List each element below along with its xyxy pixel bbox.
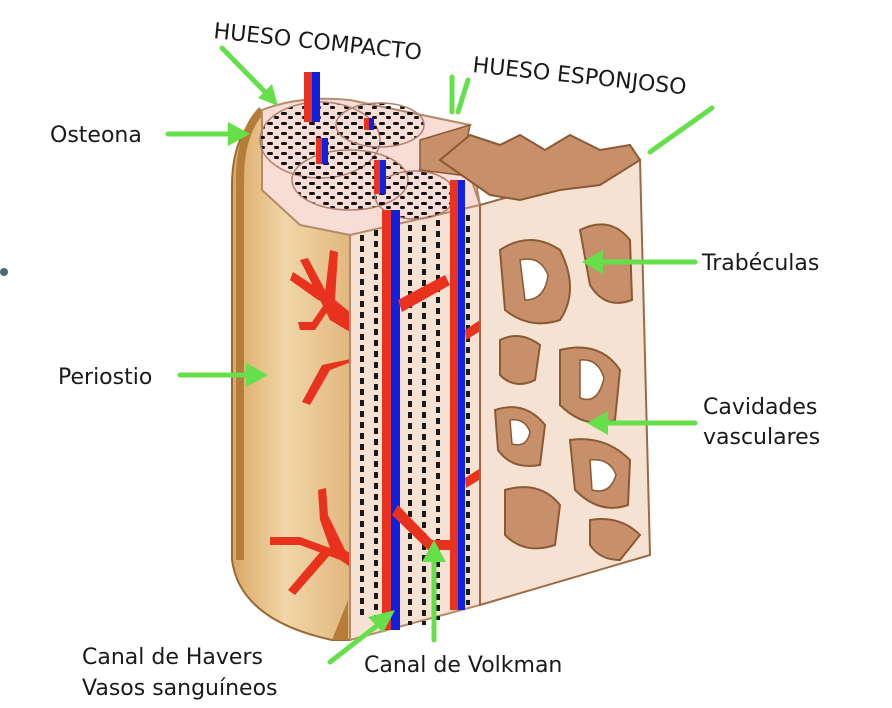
label-vascular-cavities-1: Cavidades <box>703 395 817 420</box>
label-spongy-bone: HUESO ESPONJOSO <box>471 53 687 100</box>
label-arrows <box>165 45 715 665</box>
haversian-vessels <box>304 72 465 630</box>
label-compact-bone: HUESO COMPACTO <box>212 19 423 66</box>
edge-dot <box>0 268 8 276</box>
label-trabeculae: Trabéculas <box>701 251 819 276</box>
label-haversian-canal: Canal de Havers <box>82 645 263 670</box>
label-volkmann-canal: Canal de Volkman <box>364 653 562 678</box>
label-blood-vessels: Vasos sanguíneos <box>82 676 278 701</box>
label-vascular-cavities-2: vasculares <box>703 425 820 450</box>
spongy-bone-block <box>438 133 652 607</box>
osteon-cross-section <box>259 97 482 237</box>
label-periosteum: Periostio <box>58 365 152 390</box>
diagram-labels: HUESO COMPACTO HUESO ESPONJOSO Osteona T… <box>50 19 820 701</box>
label-osteon: Osteona <box>50 123 142 148</box>
